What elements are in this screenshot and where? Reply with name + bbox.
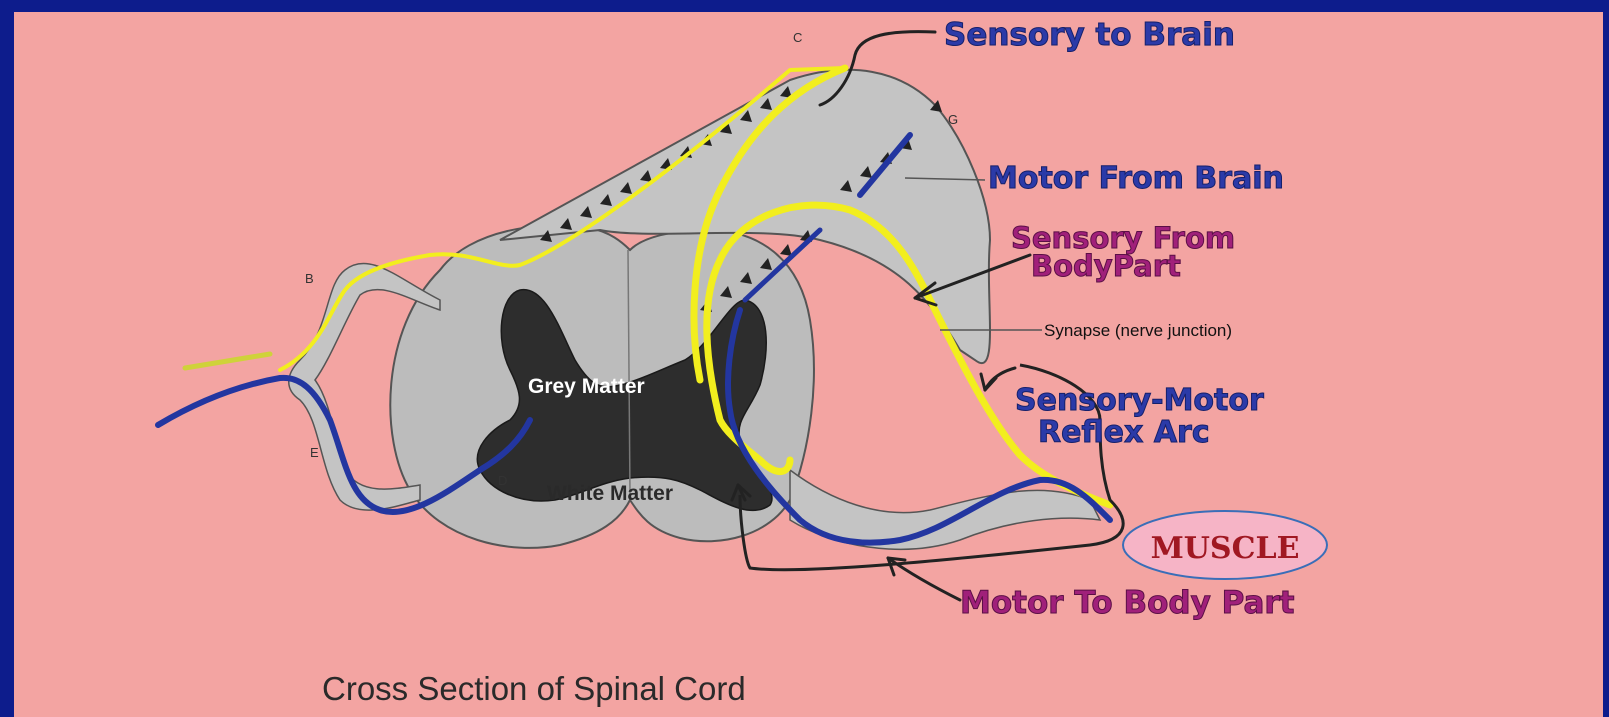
motor-to-body-part-label: Motor To Body Part [960, 585, 1295, 621]
white-matter-label: White Matter [547, 482, 673, 505]
letter-b: B [305, 271, 314, 286]
motor-from-brain-label: Motor From Brain [988, 161, 1284, 196]
letter-d: D [498, 473, 507, 488]
sensory-to-brain-label: Sensory to Brain [944, 17, 1235, 53]
sensory-from-label-line2: BodyPart [1031, 249, 1181, 283]
reflex-arc-label-line2: Reflex Arc [1038, 415, 1210, 450]
muscle-label: MUSCLE [1151, 531, 1300, 566]
diagram-title: Cross Section of Spinal Cord [322, 670, 746, 707]
letter-c: C [793, 30, 802, 45]
reflex-arc-label-line1: Sensory-Motor [1015, 383, 1264, 418]
grey-matter-label: Grey Matter [528, 375, 645, 398]
letter-g: G [948, 112, 958, 127]
synapse-label: Synapse (nerve junction) [1044, 321, 1232, 340]
letter-e: E [310, 445, 319, 460]
